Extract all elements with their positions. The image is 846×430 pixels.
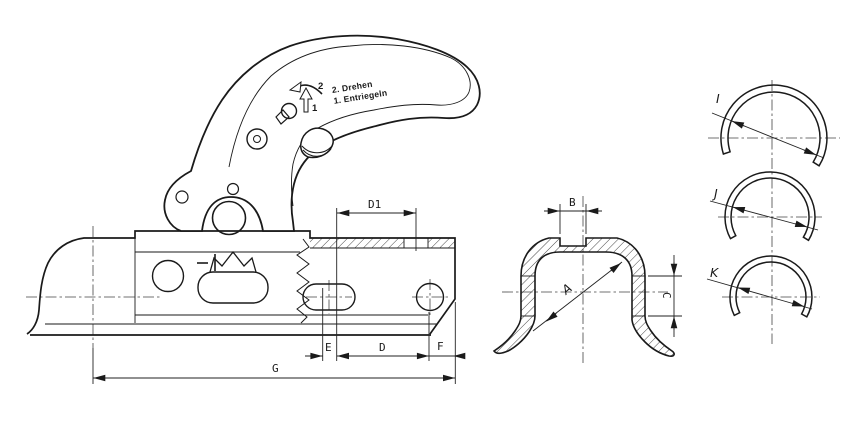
washer-inner bbox=[253, 135, 261, 143]
bolt-hole bbox=[415, 282, 445, 312]
dimension-g: G bbox=[93, 362, 456, 382]
rotate-arrowhead bbox=[288, 80, 302, 93]
retaining-ring-i: I bbox=[708, 84, 840, 167]
marker-rotate: 2 bbox=[318, 81, 323, 92]
coupling-side-view: 2 1 2. Drehen 1. Entriegeln D1 bbox=[26, 34, 481, 384]
dimension-e-d-f: E D F bbox=[305, 340, 466, 360]
marker-unlock: 1 bbox=[312, 103, 318, 114]
ring-k-label: K bbox=[710, 265, 720, 280]
body-hole bbox=[151, 259, 185, 293]
dim-label-c: C bbox=[660, 292, 673, 299]
band-division-lines bbox=[521, 275, 645, 317]
thumb-latch bbox=[300, 127, 334, 159]
dim-label-g: G bbox=[272, 362, 279, 375]
pawl-hole bbox=[175, 190, 189, 204]
lock-indicator bbox=[197, 250, 269, 304]
knob-stem bbox=[275, 109, 290, 125]
retaining-ring-j: J bbox=[709, 171, 822, 242]
dim-label-d1: D1 bbox=[368, 198, 381, 211]
ring-j-shape bbox=[724, 171, 816, 242]
dimension-d1: D1 bbox=[336, 198, 416, 217]
dim-label-b: B bbox=[569, 196, 576, 209]
handle-rivet bbox=[226, 182, 240, 196]
dim-label-f: F bbox=[437, 340, 444, 353]
ring-j-label: J bbox=[711, 186, 718, 201]
unlock-arrow-icon bbox=[299, 86, 313, 113]
thumb-latch-lip2 bbox=[301, 145, 333, 154]
dimension-b: B bbox=[544, 196, 602, 234]
coupling-handle bbox=[163, 34, 481, 236]
retaining-ring-k: K bbox=[706, 255, 820, 318]
break-zigzag bbox=[296, 238, 310, 324]
ring-i-shape bbox=[720, 84, 828, 167]
socket-section-view: B A C bbox=[492, 196, 682, 366]
body-outline bbox=[26, 230, 456, 335]
slot-hole bbox=[302, 283, 356, 311]
body-centerlines bbox=[26, 226, 448, 348]
dimension-a: A bbox=[532, 261, 623, 332]
section-hatch-strip bbox=[310, 238, 455, 248]
ring-k-shape bbox=[729, 255, 813, 318]
drawbar-body bbox=[26, 230, 456, 336]
section-dimensions: B A C bbox=[532, 196, 682, 337]
dimension-c: C bbox=[648, 255, 682, 337]
dim-label-d: D bbox=[379, 341, 386, 354]
retaining-rings: I J K bbox=[706, 80, 840, 344]
pivot-circle bbox=[211, 200, 247, 236]
washer-outer bbox=[246, 128, 268, 150]
dim-label-a: A bbox=[558, 280, 575, 298]
socket-section-ring bbox=[492, 237, 675, 357]
dim-label-e: E bbox=[325, 341, 332, 354]
ring-i-label: I bbox=[716, 91, 720, 106]
side-view-dimensions: D1 E D F G bbox=[92, 198, 466, 384]
thumb-latch-lip1 bbox=[302, 148, 332, 157]
